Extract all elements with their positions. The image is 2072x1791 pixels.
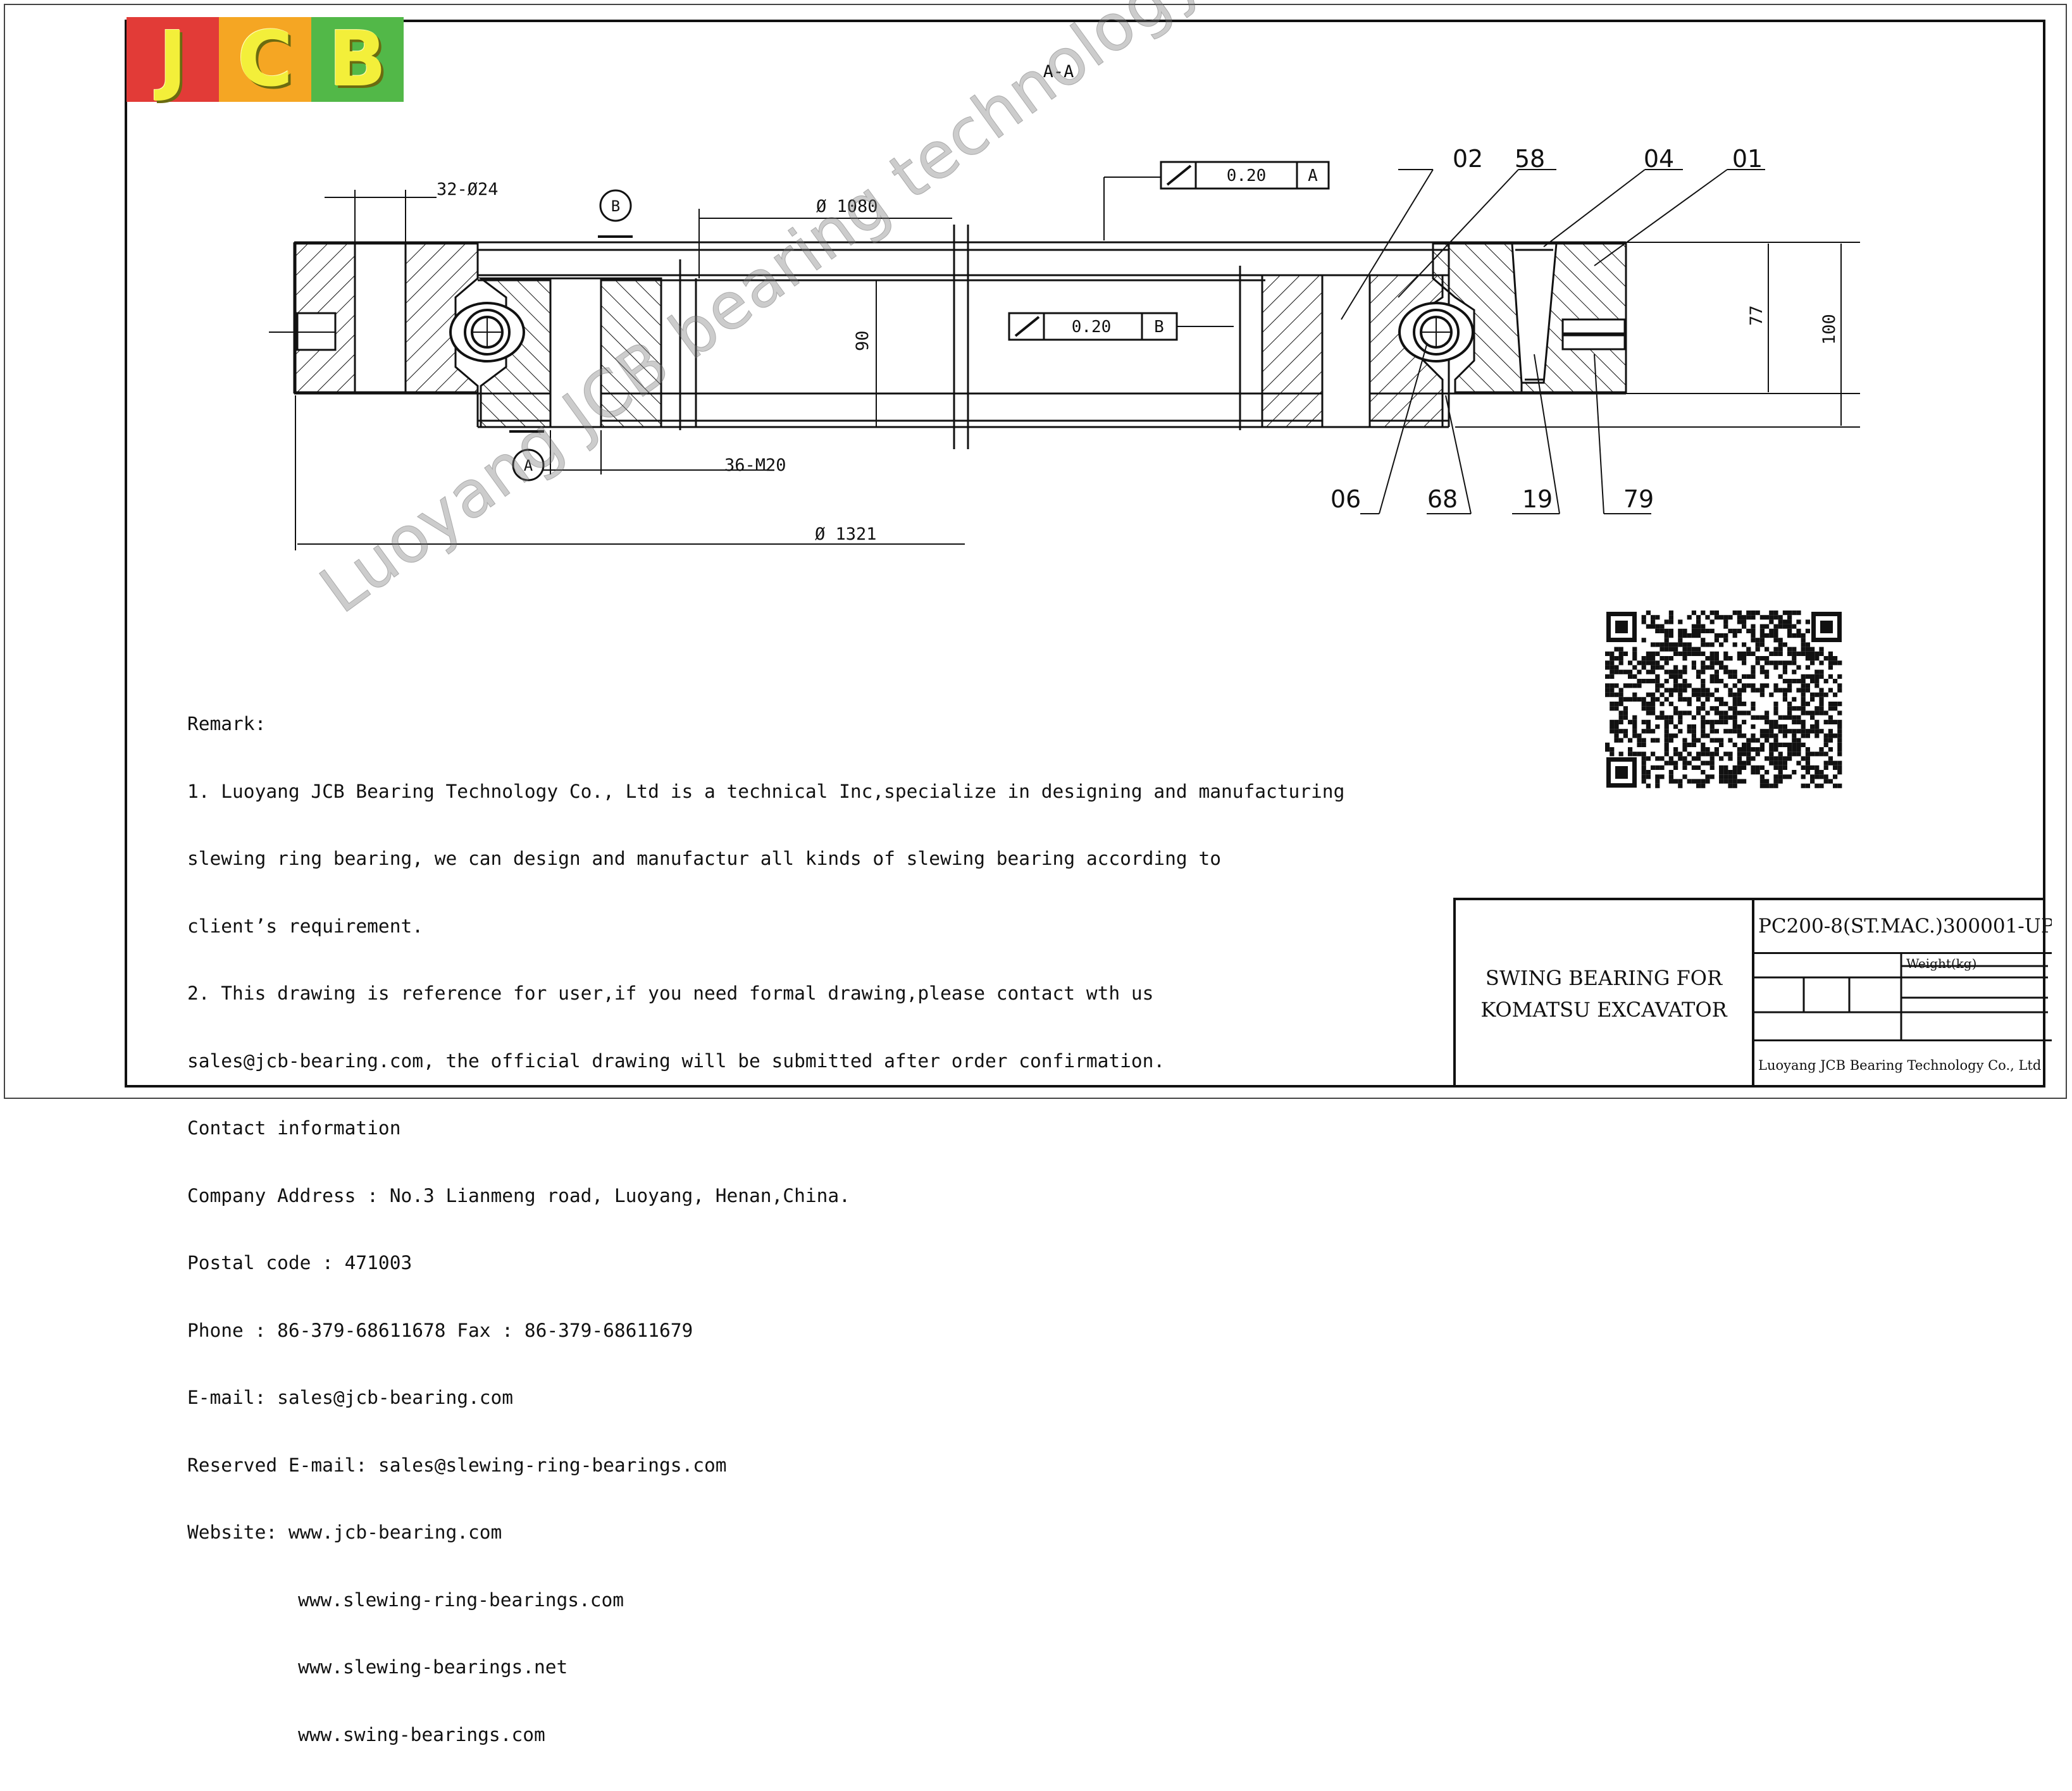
left-ball-element — [449, 302, 525, 363]
right-ball-element — [1398, 302, 1474, 363]
dim-height-90: 90 — [853, 330, 872, 351]
right-outer-ring — [1432, 242, 1627, 394]
datum-b-bubble — [599, 189, 632, 222]
part-ref-06: 06 — [1331, 485, 1361, 513]
tolerance-b-value: 0.20 — [1072, 318, 1112, 337]
company-name: Luoyang JCB Bearing Technology Co., Ltd — [1754, 1039, 2052, 1089]
company-address: Company Address : No.3 Lianmeng road, Lu… — [187, 1184, 850, 1206]
drawing-frame — [125, 20, 2045, 1088]
logo-letter-b: B — [311, 16, 404, 104]
description-line-1: SWING BEARING FOR — [1485, 966, 1723, 990]
website-line: Website: www.jcb-bearing.com — [187, 1521, 502, 1543]
part-ref-01: 01 — [1732, 145, 1763, 173]
part-ref-02: 02 — [1453, 145, 1483, 173]
remarks-block: Remark: 1. Luoyang JCB Bearing Technolog… — [187, 668, 1389, 1791]
part-ref-19: 19 — [1522, 485, 1553, 513]
dim-tapped: 36-M20 — [724, 455, 786, 475]
datum-a-label: A — [524, 457, 533, 474]
part-ref-79: 79 — [1623, 485, 1654, 513]
remark-line: Remark: — [187, 713, 266, 734]
part-ref-68: 68 — [1427, 485, 1458, 513]
tolerance-b-datum: B — [1154, 318, 1164, 337]
left-inner-ring — [478, 259, 697, 430]
description-line-2: KOMATSU EXCAVATOR — [1480, 998, 1727, 1022]
part-leaders — [1341, 169, 1765, 514]
remark-line: 2. This drawing is reference for user,if… — [187, 982, 1154, 1004]
logo-letter-c: C — [219, 16, 311, 104]
dim-outer-dia: Ø 1321 — [815, 524, 877, 544]
section-label: A-A — [1043, 62, 1074, 82]
outer-border — [4, 4, 2067, 1099]
tolerance-a-datum: A — [1308, 166, 1318, 185]
dim-inner-dia: Ø 1080 — [816, 197, 878, 216]
remark-line: client’s requirement. — [187, 915, 423, 937]
dim-height-77: 77 — [1747, 305, 1766, 326]
datum-b-label: B — [611, 197, 620, 215]
qr-code — [1605, 610, 1843, 789]
website-line: www.swing-bearings.com — [298, 1723, 545, 1745]
title-description: SWING BEARING FOR KOMATSU EXCAVATOR — [1456, 900, 1754, 1088]
remark-line: slewing ring bearing, we can design and … — [187, 848, 1221, 869]
tolerance-frame-b — [1008, 312, 1178, 341]
remark-line: 1. Luoyang JCB Bearing Technology Co., L… — [187, 780, 1345, 802]
weight-label: Weight(kg) — [1906, 956, 1977, 971]
bearing-cross-section: A-A — [269, 62, 1860, 550]
jcb-logo: J C B — [127, 16, 404, 104]
left-outer-ring — [294, 242, 479, 394]
dim-holes: 32-Ø24 — [437, 180, 499, 199]
website-line: www.slewing-bearings.net — [298, 1656, 568, 1678]
remark-line: sales@jcb-bearing.com, the official draw… — [187, 1050, 1165, 1072]
logo-letter-j: J — [127, 16, 219, 104]
part-ref-58: 58 — [1515, 145, 1545, 173]
part-ref-04: 04 — [1644, 145, 1674, 173]
drawing-sheet: J C B A-A — [4, 0, 2067, 1745]
right-inner-ring — [1239, 266, 1444, 430]
tolerance-frame-a — [1160, 161, 1330, 190]
reserved-email: Reserved E-mail: sales@slewing-ring-bear… — [187, 1454, 727, 1476]
tolerance-a-value: 0.20 — [1227, 166, 1267, 185]
website-line: www.slewing-ring-bearings.com — [298, 1589, 624, 1611]
dim-height-100: 100 — [1820, 314, 1839, 345]
remark-line: Contact information — [187, 1117, 401, 1139]
email: E-mail: sales@jcb-bearing.com — [187, 1387, 514, 1408]
phone-fax: Phone : 86-379-68611678 Fax : 86-379-686… — [187, 1319, 693, 1341]
model-number: PC200-8(ST.MAC.)300001-UP — [1754, 900, 2052, 954]
postal-code: Postal code : 471003 — [187, 1252, 413, 1274]
title-block: SWING BEARING FOR KOMATSU EXCAVATOR PC20… — [1453, 898, 2052, 1088]
title-grid — [1754, 952, 2048, 1039]
datum-a-bubble — [512, 449, 545, 481]
